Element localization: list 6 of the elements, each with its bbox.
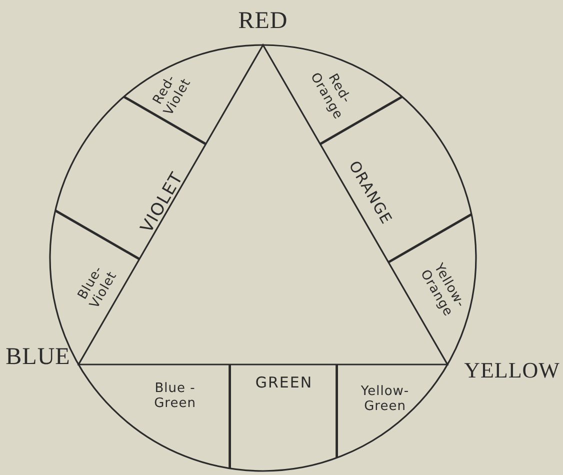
segment-label: Yellow- Green [360, 385, 410, 415]
segment-label: Blue - Green [154, 382, 196, 412]
segment-label: GREEN [255, 374, 313, 392]
vertex-label: RED [238, 8, 288, 36]
vertex-label: BLUE [6, 344, 70, 372]
vertex-label: YELLOW [464, 357, 560, 383]
